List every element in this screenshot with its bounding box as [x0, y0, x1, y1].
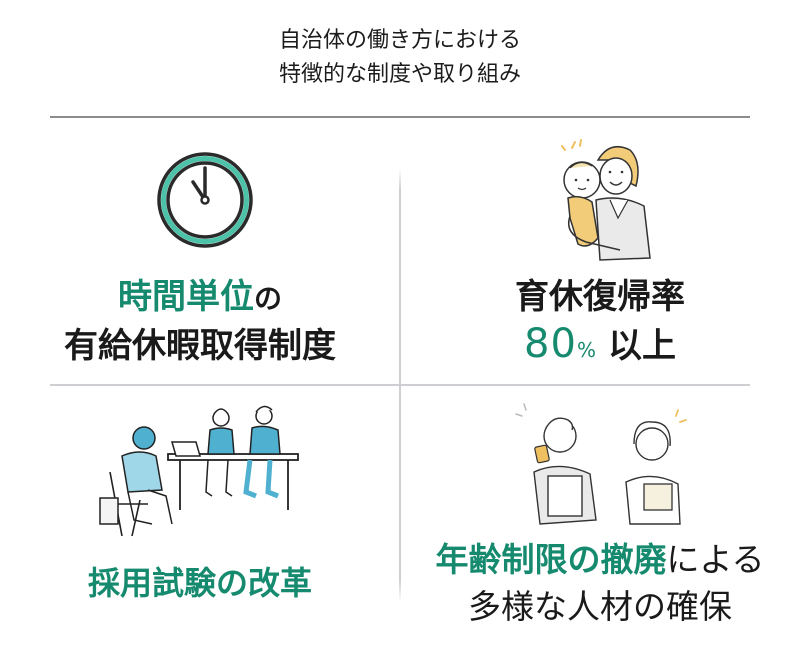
- feature-text: 多様な人材の確保: [468, 587, 732, 626]
- senior-workers-illustration: [510, 400, 690, 532]
- highlight-text: 採用試験の改革: [87, 564, 312, 602]
- return-rate-value: 80: [524, 321, 577, 367]
- feature-text: 有給休暇取得制度: [64, 326, 336, 366]
- percent-unit: %: [576, 338, 596, 362]
- grid-vertical-divider: [399, 168, 401, 602]
- highlight-text: 時間単位: [117, 277, 254, 317]
- title-line-1: 自治体の働き方における: [278, 28, 521, 53]
- feature-hourly-paid-leave: 時間単位の 有給休暇取得制度: [0, 275, 400, 371]
- highlight-text: 年齢制限の撤廃: [435, 540, 667, 579]
- feature-text: 育休復帰率: [515, 277, 685, 317]
- page-title: 自治体の働き方における 特徴的な制度や取り組み: [0, 24, 800, 92]
- feature-age-limit-abolition: 年齢制限の撤廃による 多様な人材の確保: [400, 538, 800, 632]
- feature-recruitment-exam-reform: 採用試験の改革: [0, 560, 400, 606]
- suffix-text: 以上: [607, 326, 676, 366]
- interview-illustration: [88, 400, 300, 540]
- mother-holding-baby-illustration: [540, 138, 660, 264]
- clock-icon: [155, 150, 255, 250]
- title-line-2: 特徴的な制度や取り組み: [278, 62, 521, 87]
- particle-text: による: [666, 540, 765, 579]
- particle-text: の: [253, 282, 282, 315]
- feature-childcare-return-rate: 育休復帰率 80% 以上: [400, 275, 800, 375]
- title-divider: [50, 116, 750, 118]
